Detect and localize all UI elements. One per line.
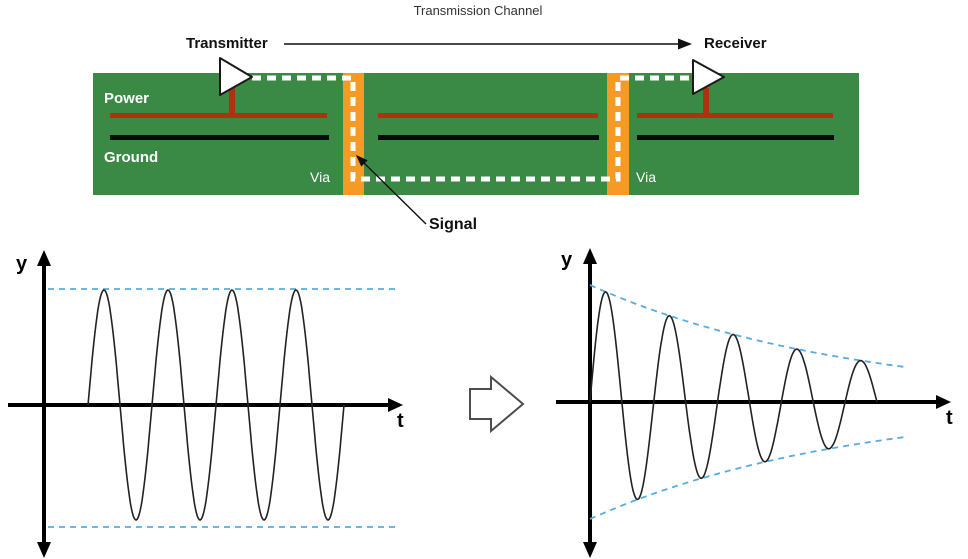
signal-label: Signal — [429, 216, 478, 233]
left-y-axis-up-arrow-icon — [37, 250, 51, 266]
output-damped-sine-wave — [589, 290, 878, 501]
left-x-axis-label: t — [397, 410, 404, 432]
left-y-axis-label: y — [16, 253, 28, 275]
right-y-axis-up-arrow-icon — [583, 248, 597, 264]
ground-plane-left — [110, 135, 329, 140]
via-right-label: Via — [636, 169, 656, 185]
signal-pointer-line — [362, 161, 427, 225]
right-envelope-top — [589, 284, 909, 369]
power-label: Power — [104, 90, 150, 107]
left-x-axis-arrow-icon — [388, 398, 403, 412]
left-y-axis-down-arrow-icon — [37, 542, 51, 558]
power-plane-middle — [378, 113, 598, 118]
signal-trace — [252, 75, 693, 182]
right-y-axis-down-arrow-icon — [583, 542, 597, 558]
power-plane-right — [637, 113, 833, 118]
receiver-label: Receiver — [704, 35, 767, 52]
ground-plane-middle — [378, 135, 599, 140]
right-x-axis-arrow-icon — [936, 395, 951, 409]
ground-plane-right — [637, 135, 834, 140]
transmitter-label: Transmitter — [186, 35, 268, 52]
right-x-axis-label: t — [946, 407, 953, 429]
transmitter-stem — [229, 88, 235, 118]
figure-title: Transmission Channel — [413, 3, 543, 18]
input-sine-wave — [87, 289, 345, 521]
receiver-stem — [703, 88, 709, 118]
right-envelope-bottom — [589, 435, 909, 520]
transmitter-triangle — [219, 57, 253, 96]
right-y-axis-label: y — [561, 249, 573, 271]
signal-pointer-head-icon — [356, 155, 368, 167]
via-left-label: Via — [310, 169, 330, 185]
pcb-board — [93, 73, 859, 195]
flow-arrow-head-icon — [678, 38, 692, 50]
power-plane-left — [110, 113, 327, 118]
receiver-triangle — [692, 59, 725, 95]
transform-block-arrow-icon — [469, 374, 525, 434]
ground-label: Ground — [104, 149, 159, 166]
